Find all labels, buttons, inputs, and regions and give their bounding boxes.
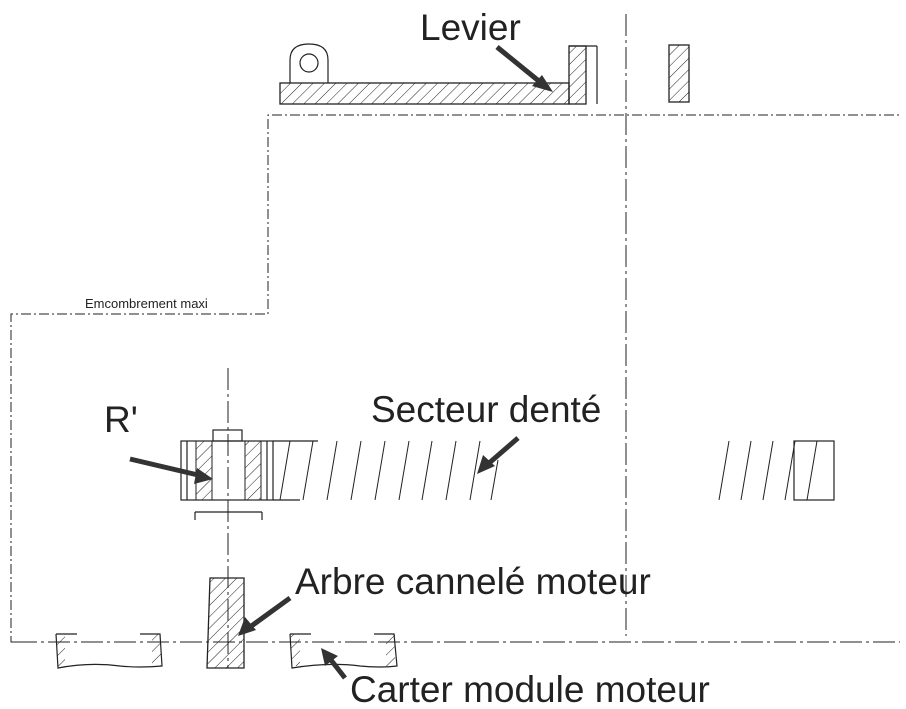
arrow-carter — [329, 658, 347, 680]
label-carter: Carter module moteur — [350, 669, 710, 709]
envelope-outline — [10, 114, 900, 643]
label-levier: Levier — [420, 7, 521, 48]
lever-part — [279, 43, 690, 105]
sector-end-block — [793, 440, 835, 501]
housing-piece-1-hatch-right — [152, 634, 161, 666]
arrow-arbre-head — [238, 617, 256, 636]
arrow-r-prime-head — [194, 468, 213, 484]
arrow-levier — [495, 45, 542, 84]
lever-eye-hole — [299, 53, 319, 73]
label-secteur: Secteur denté — [371, 389, 601, 430]
pinion-right-hatch — [244, 440, 262, 501]
housing-piece-1-hatch-left — [57, 634, 65, 666]
pinion-top-cap — [212, 429, 243, 442]
arrow-carter-head — [321, 648, 338, 666]
sector-teeth-left — [279, 440, 499, 501]
housing-piece-2 — [289, 633, 398, 669]
label-arbre: Arbre cannelé moteur — [295, 561, 651, 602]
arrow-secteur-head — [477, 455, 495, 474]
toothed-sector — [273, 440, 835, 501]
shaft-section — [206, 577, 245, 669]
arrow-secteur — [486, 436, 520, 466]
arrow-levier-head — [532, 75, 553, 92]
motor-housing — [55, 633, 398, 669]
lever-section-right — [668, 44, 690, 103]
arrow-r-prime — [129, 456, 199, 478]
max-envelope — [10, 114, 900, 643]
label-r-prime: R' — [104, 399, 138, 440]
arrow-arbre — [248, 595, 292, 630]
spline-shaft — [206, 577, 245, 669]
lever-eye — [289, 43, 329, 83]
pinion-left-hatch — [195, 440, 213, 501]
label-encombrement: Emcombrement maxi — [85, 296, 208, 311]
housing-piece-2-hatch-left — [291, 634, 300, 666]
labels: Levier Emcombrement maxi R' Secteur dent… — [85, 7, 710, 709]
lever-upright — [568, 45, 587, 105]
housing-piece-2-hatch-right — [386, 634, 395, 666]
lever-bar — [279, 82, 570, 105]
leader-arrows — [129, 45, 553, 680]
sector-teeth-right — [718, 440, 818, 501]
housing-piece-1 — [55, 633, 163, 669]
